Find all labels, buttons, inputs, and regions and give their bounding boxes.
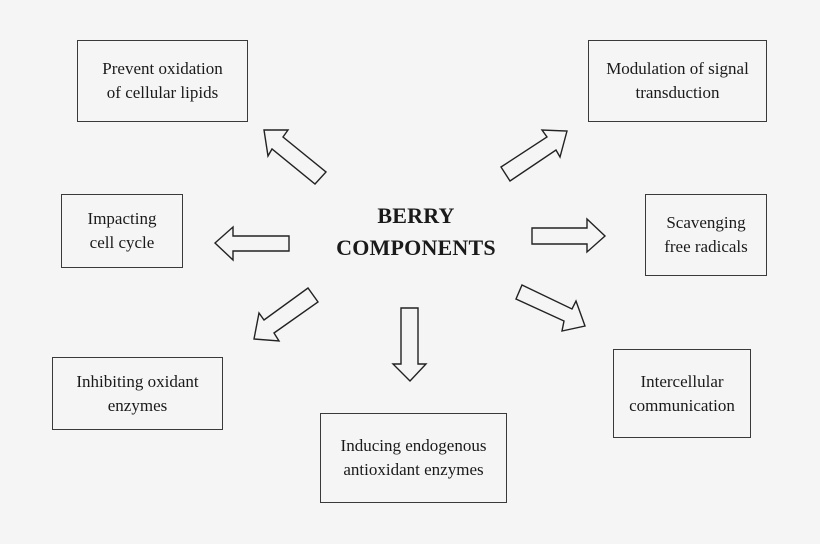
arrow-down-icon (391, 307, 428, 383)
box-text-line: Modulation of signal (606, 59, 749, 78)
box-scavenging-free-radicals: Scavenging free radicals (645, 194, 767, 276)
box-text-line: communication (629, 395, 735, 415)
box-inducing-endogenous: Inducing endogenous antioxidant enzymes (320, 413, 507, 503)
box-intercellular-communication: Intercellular communication (613, 349, 751, 438)
arrow-down-right-icon (515, 284, 586, 332)
box-text-line: transduction (635, 83, 720, 102)
box-modulation-signal: Modulation of signal transduction (588, 40, 767, 122)
center-title: BERRY COMPONENTS (300, 200, 532, 264)
box-text-line: cell cycle (89, 233, 155, 252)
arrow-right-icon (531, 217, 607, 254)
center-title-line1: BERRY (377, 203, 455, 228)
box-text-line: Inducing endogenous (340, 436, 487, 455)
box-impacting-cell-cycle: Impacting cell cycle (61, 194, 183, 268)
box-text-line: free radicals (664, 237, 748, 256)
arrow-down-left-icon (253, 287, 319, 342)
box-text-line: antioxidant enzymes (343, 460, 484, 479)
arrow-up-left-icon (263, 129, 328, 185)
box-text-line: Intercellular (640, 371, 724, 391)
box-inhibiting-oxidant-enzymes: Inhibiting oxidant enzymes (52, 357, 223, 430)
box-prevent-oxidation: Prevent oxidation of cellular lipids (77, 40, 248, 122)
box-text-line: Prevent oxidation (102, 59, 223, 78)
arrow-up-right-icon (500, 129, 568, 182)
center-title-line2: COMPONENTS (336, 235, 496, 260)
box-text-line: Impacting (87, 209, 157, 228)
arrow-left-icon (213, 225, 290, 262)
box-text-line: Inhibiting oxidant (76, 371, 199, 391)
box-text-line: enzymes (107, 395, 168, 415)
box-text-line: of cellular lipids (106, 83, 219, 102)
box-text-line: Scavenging (666, 213, 746, 232)
